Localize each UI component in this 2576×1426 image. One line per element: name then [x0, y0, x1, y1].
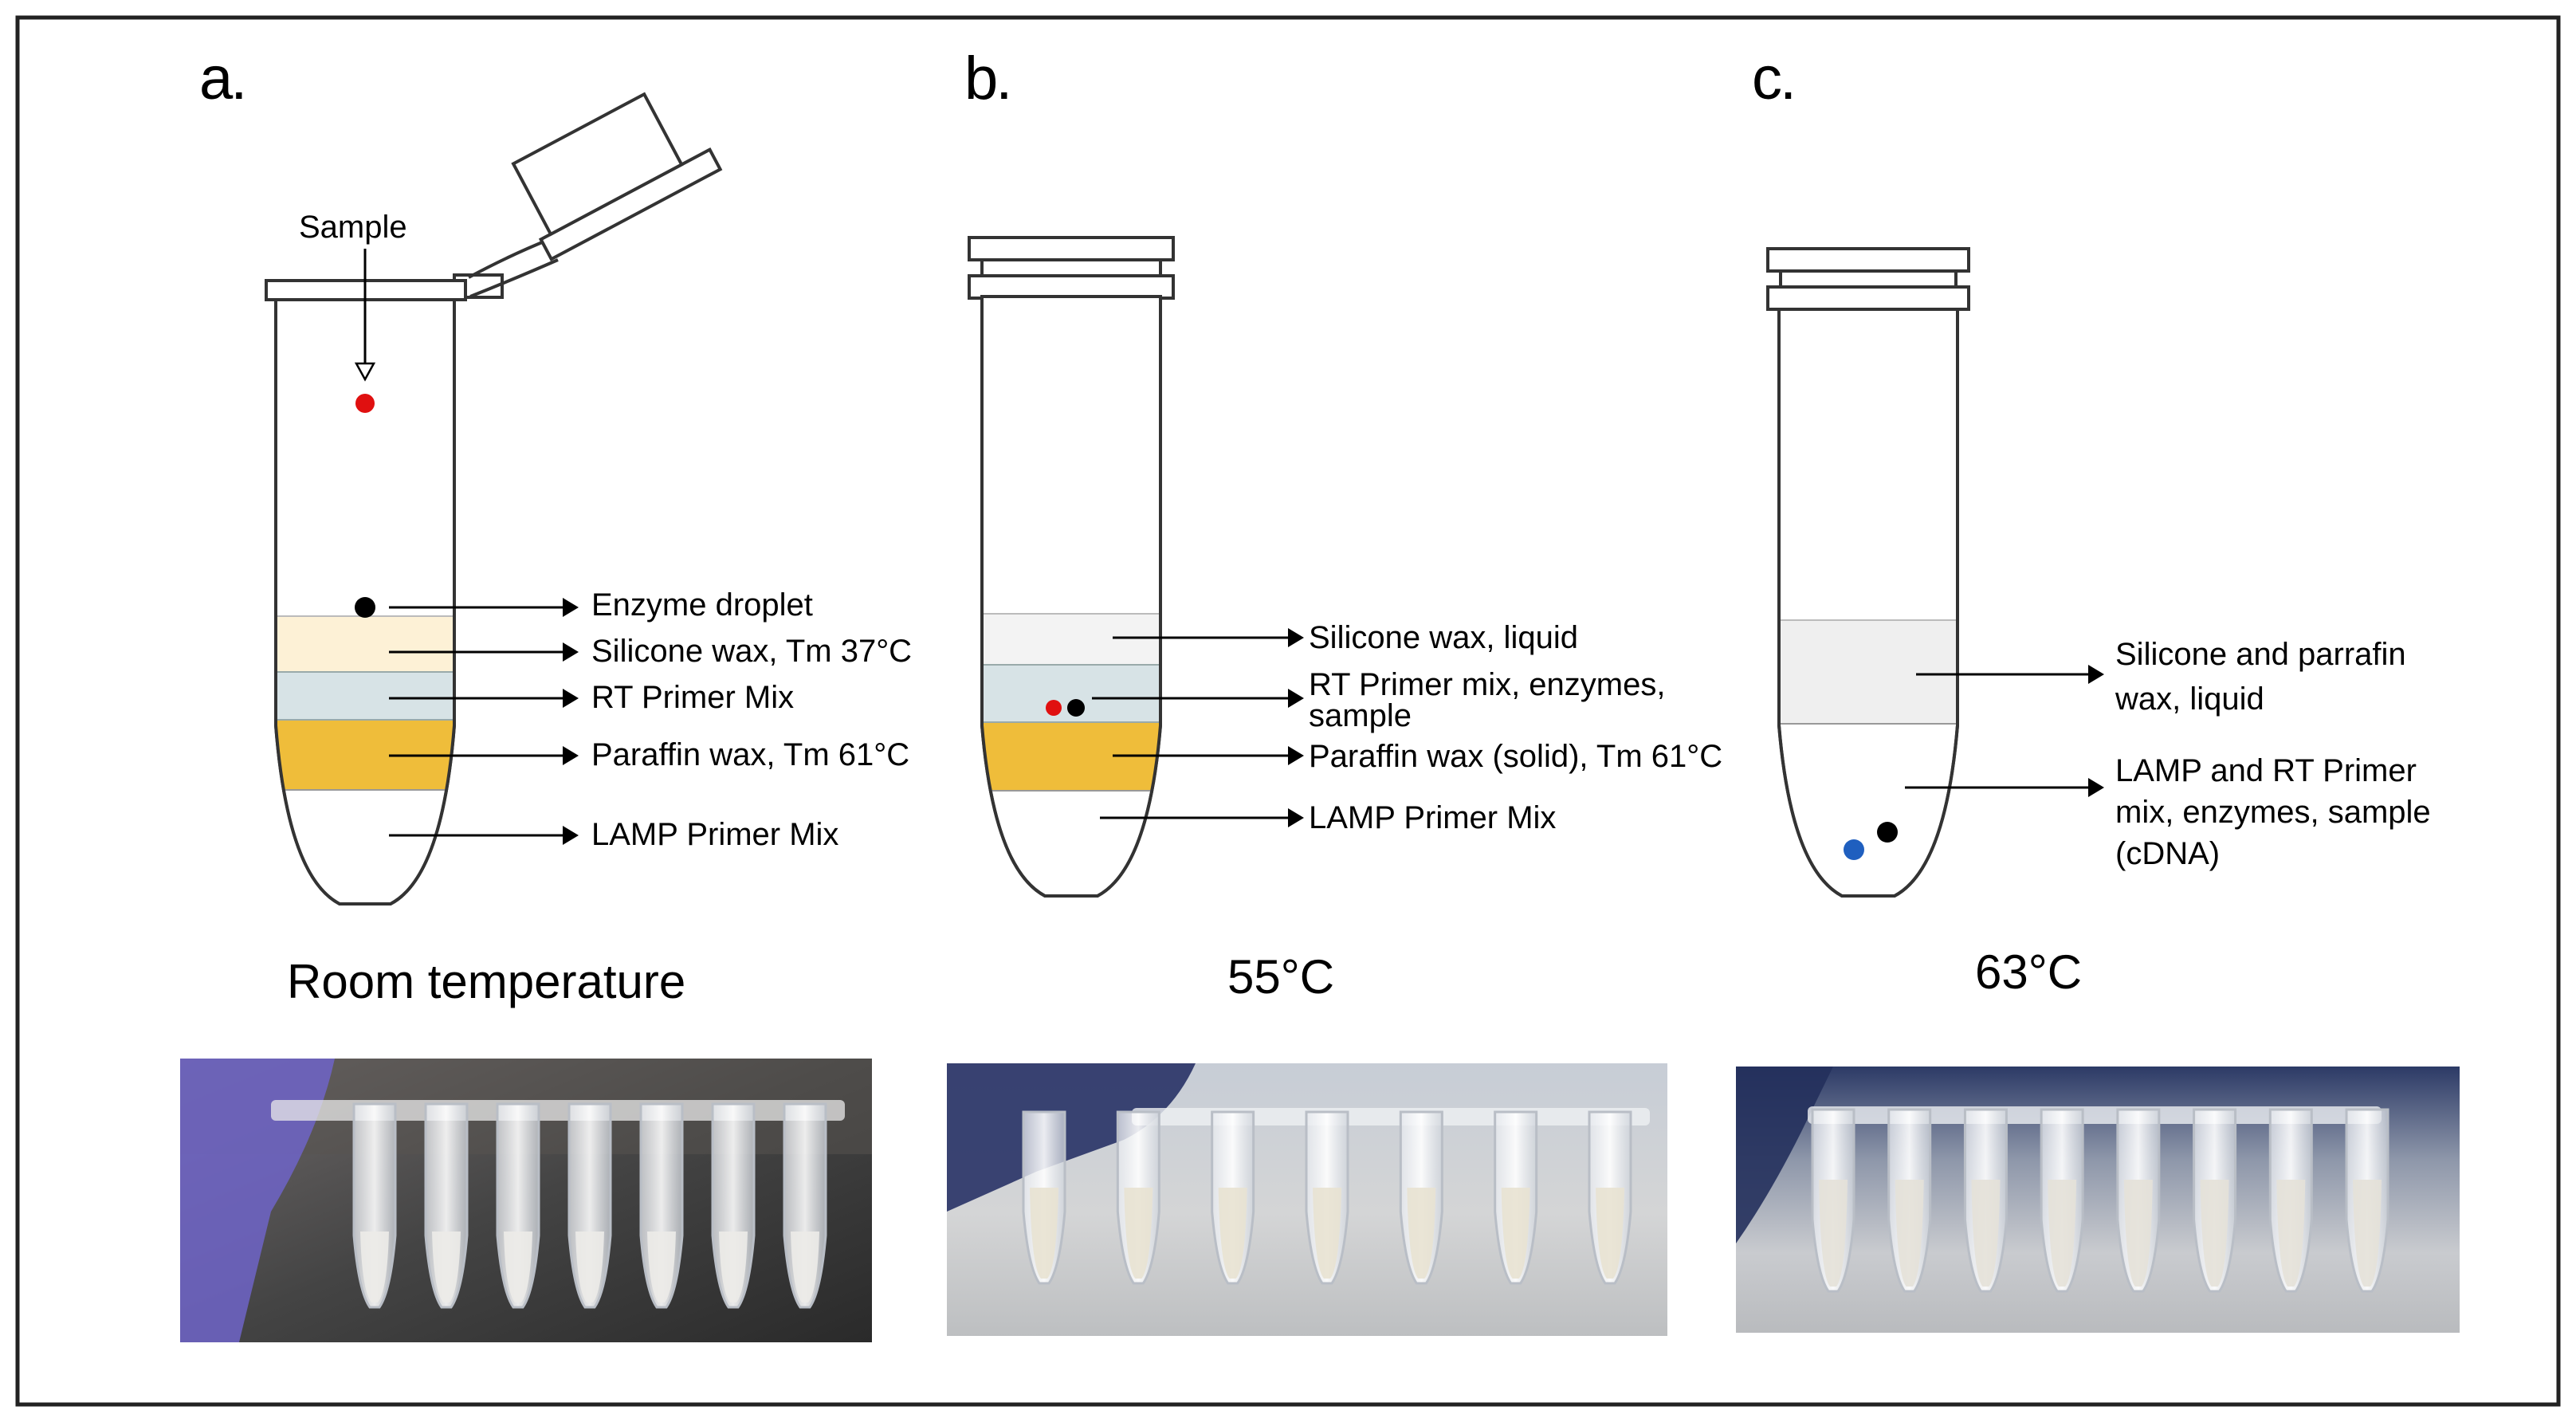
sample-label: Sample	[299, 210, 407, 245]
photo-tube-contents	[1218, 1188, 1247, 1279]
annotation-enzyme-droplet: Enzyme droplet	[591, 587, 813, 623]
room-temperature-photo	[180, 1059, 872, 1342]
panel-b-label: b.	[964, 45, 1010, 112]
liquid-wax-layer	[1779, 620, 1958, 724]
enzyme-dot	[1067, 699, 1085, 717]
photo-tube-contents	[1124, 1188, 1153, 1279]
tube-a-open-lid	[453, 92, 723, 299]
photo-tube-contents	[1313, 1188, 1341, 1279]
arrow-head-icon	[2088, 665, 2104, 684]
temperature-label-c: 63°C	[1975, 945, 2082, 999]
arrow-head-icon	[1288, 746, 1304, 765]
55c-photo	[947, 1063, 1667, 1336]
photo-tube-contents	[1596, 1188, 1624, 1279]
photo-tube-contents	[2123, 1180, 2153, 1287]
photo-tube-contents	[1407, 1188, 1436, 1279]
tube-c-cap-top	[1766, 247, 1970, 273]
panel-a: a. Sample	[199, 45, 912, 1008]
annotation-silicone-paraffin-line1: Silicone and parrafin	[2115, 637, 2406, 672]
tube-b-cap-bottom	[968, 274, 1175, 300]
tube-b-cap-top	[968, 236, 1175, 261]
photo-tube-contents	[719, 1232, 748, 1302]
photo-tube-contents	[575, 1232, 604, 1302]
amplified-product-dot	[1844, 839, 1864, 860]
photo-tube-contents	[432, 1232, 461, 1302]
figure-frame	[15, 15, 2561, 1407]
annotation-paraffin-wax: Paraffin wax, Tm 61°C	[591, 737, 909, 772]
annotation-lamp-primer-mix: LAMP Primer Mix	[591, 817, 838, 852]
silicone-wax-layer	[276, 616, 454, 672]
annotation-lamp-primer-mix: LAMP Primer Mix	[1309, 800, 1556, 835]
photo-tube-contents	[2353, 1180, 2382, 1287]
sample-dot	[1046, 700, 1062, 716]
63c-photo	[1736, 1067, 2460, 1333]
annotation-silicone-wax-liquid: Silicone wax, liquid	[1309, 620, 1578, 655]
arrow-head-icon	[563, 826, 579, 845]
enzyme-droplet-dot	[355, 597, 375, 618]
tube-b-body	[980, 295, 1162, 898]
photo-tube-contents	[2200, 1180, 2229, 1287]
arrow-head-icon	[563, 642, 579, 662]
annotation-silicone-paraffin-line2: wax, liquid	[2115, 682, 2264, 717]
annotation-lamp-rt-line2: mix, enzymes, sample	[2115, 795, 2431, 830]
annotation-lamp-rt-line1: LAMP and RT Primer	[2115, 753, 2417, 788]
silicone-wax-liquid-layer	[982, 614, 1160, 665]
panel-a-annotations: Enzyme droplet Silicone wax, Tm 37°C RT …	[389, 587, 912, 852]
panel-c: c. Silicone and parrafin wax, liquid LAM…	[1752, 45, 2431, 999]
gloved-hand	[947, 1063, 1196, 1212]
arrow-head-icon	[1288, 628, 1304, 647]
panel-b: b. Silicone wax, liquid RT Primer mix, e…	[964, 45, 1722, 1004]
rt-primer-layer	[276, 672, 454, 720]
annotation-rt-primer-mix-sample: sample	[1309, 698, 1412, 733]
photo-tube-contents	[1895, 1180, 1924, 1287]
tube-c-cap-middle	[1779, 269, 1958, 289]
photo-tube-contents	[1819, 1180, 1848, 1287]
enzyme-dot	[1877, 822, 1898, 843]
arrow-head-icon	[563, 598, 579, 617]
panel-c-label: c.	[1752, 45, 1794, 112]
annotation-rt-primer-mix-enzymes: RT Primer mix, enzymes,	[1309, 667, 1665, 702]
annotation-lamp-rt-line3: (cDNA)	[2115, 836, 2220, 871]
panel-a-label: a.	[199, 45, 245, 112]
arrow-head-icon	[1288, 808, 1304, 827]
photo-tube-contents	[647, 1232, 676, 1302]
annotation-silicone-wax: Silicone wax, Tm 37°C	[591, 634, 912, 669]
photo-tube-contents	[360, 1232, 389, 1302]
photo-tube-contents	[2276, 1180, 2306, 1287]
photo-tube-contents	[504, 1232, 532, 1302]
photo-tube-contents	[1971, 1180, 2001, 1287]
temperature-label-b: 55°C	[1227, 950, 1334, 1004]
sample-arrow-icon	[354, 362, 376, 382]
gloved-hand	[180, 1059, 335, 1342]
tube-b-cap-middle	[980, 258, 1162, 277]
tube-c-body	[1777, 308, 1959, 898]
sample-dot	[355, 394, 375, 413]
photo-tube-contents	[1030, 1188, 1058, 1279]
photo-tube-contents	[1501, 1188, 1530, 1279]
annotation-paraffin-wax-solid: Paraffin wax (solid), Tm 61°C	[1309, 739, 1722, 774]
panel-c-annotations: Silicone and parrafin wax, liquid LAMP a…	[1905, 637, 2431, 871]
arrow-head-icon	[563, 689, 579, 708]
annotation-rt-primer-mix: RT Primer Mix	[591, 680, 794, 715]
temperature-label-a: Room temperature	[287, 955, 685, 1008]
panel-b-annotations: Silicone wax, liquid RT Primer mix, enzy…	[1092, 620, 1722, 835]
tube-c-cap-bottom	[1766, 285, 1970, 311]
photo-tube-contents	[2048, 1180, 2077, 1287]
photo-tube-contents	[791, 1232, 819, 1302]
arrow-head-icon	[1288, 689, 1304, 708]
arrow-head-icon	[563, 746, 579, 765]
arrow-head-icon	[2088, 778, 2104, 797]
